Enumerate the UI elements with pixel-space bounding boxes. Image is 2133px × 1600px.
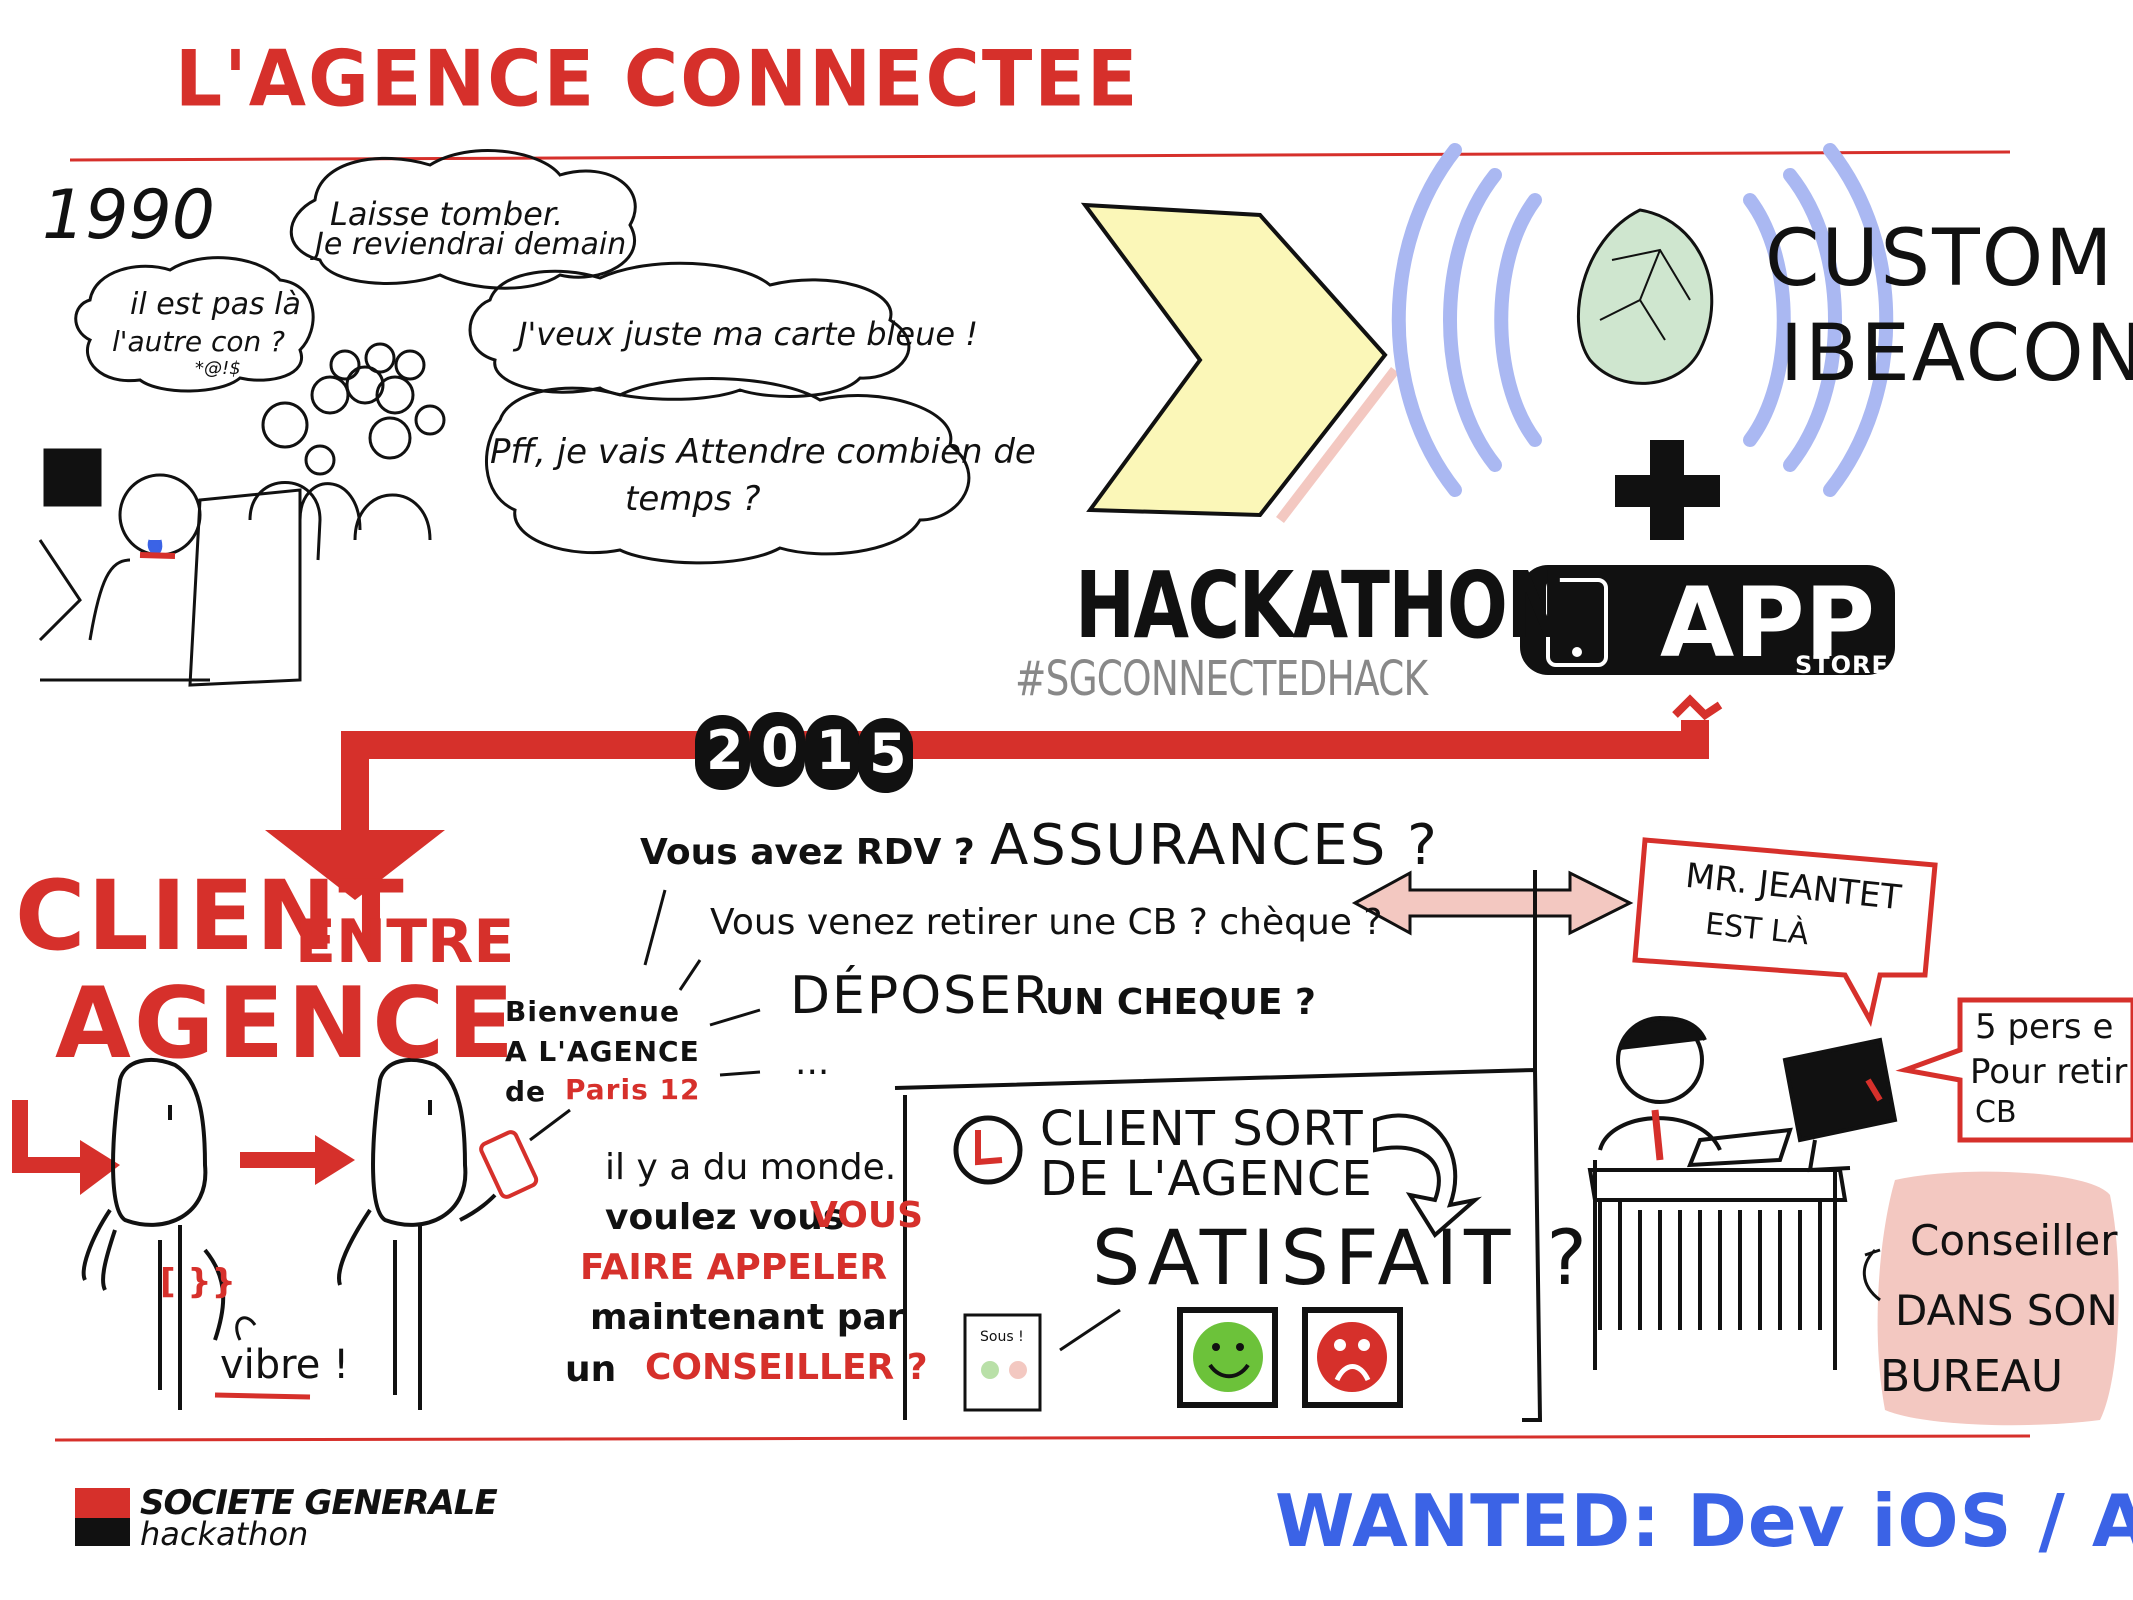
year-2015-digit-2: 0 xyxy=(761,716,799,779)
bubble-laisse-tomber-2: Je reviendrai demain xyxy=(315,227,627,262)
store-label: STORE xyxy=(1795,651,1889,679)
vibre-label: vibre ! xyxy=(220,1342,350,1388)
bottom-divider xyxy=(54,1434,2031,1442)
cloud-il-est-pas-la xyxy=(74,256,315,393)
bubble-il-est-pas-la-2: l'autre con ? xyxy=(112,325,286,358)
question-assurances: ASSURANCES ? xyxy=(990,813,1439,878)
speech-jeantet xyxy=(1632,837,1938,1027)
enter-arrow xyxy=(12,1100,90,1173)
app-store-badge xyxy=(1520,565,1895,675)
wanted-banner: WANTED: Dev iOS / ANDROÏD xyxy=(1275,1479,2133,1563)
clock-icon xyxy=(953,1115,1023,1185)
five-pers-1: 5 pers e xyxy=(1975,1007,2114,1047)
teller-desk xyxy=(38,448,302,687)
year-1990: 1990 xyxy=(42,176,216,255)
page-title: L'AGENCE CONNECTEE xyxy=(175,33,1140,125)
cloud-carte-bleue xyxy=(468,261,911,401)
mini-screen-text: Sous ! xyxy=(980,1329,1024,1345)
advisor-desk xyxy=(1587,1016,1898,1370)
sg-logo-top xyxy=(75,1488,130,1518)
bubble-carte-bleue: J'veux juste ma carte bleue ! xyxy=(518,315,979,353)
client-figure-2 xyxy=(337,1058,497,1410)
brand-name: SOCIETE GENERALE xyxy=(140,1483,498,1523)
du-monde-line4: maintenant par xyxy=(590,1297,905,1338)
question-dots: ... xyxy=(795,1042,830,1083)
hackathon-arrow xyxy=(1080,202,1388,518)
bubble-attendre-1: Pff, je vais Attendre combien de xyxy=(490,432,1036,472)
conseiller-1: Conseiller xyxy=(1910,1216,2118,1265)
year-2015-digit-1: 2 xyxy=(706,719,744,782)
speech-5pers xyxy=(1895,997,2133,1143)
du-monde-line5b: CONSEILLER ? xyxy=(645,1347,928,1388)
happy-face-icon xyxy=(1193,1322,1263,1392)
client-figure-1 xyxy=(81,1058,226,1410)
beacon-pebble xyxy=(1577,208,1714,385)
exit-arrow-icon xyxy=(1373,1113,1482,1239)
du-monde-line1: il y a du monde. xyxy=(605,1147,897,1188)
double-arrow xyxy=(1351,870,1634,936)
question-cheque: UN CHEQUE ? xyxy=(1045,982,1316,1023)
du-monde-line5a: un xyxy=(565,1349,617,1390)
top-divider xyxy=(69,150,2011,162)
conseiller-2: DANS SON xyxy=(1895,1286,2118,1335)
sad-face-icon xyxy=(1317,1322,1387,1392)
question-rdv: Vous avez RDV ? xyxy=(640,832,975,873)
bubble-il-est-pas-la-1: il est pas là xyxy=(130,287,301,322)
du-monde-line3: FAIRE APPELER xyxy=(580,1247,888,1288)
year-2015-digit-4: 5 xyxy=(869,722,907,785)
bubble-laisse-tomber-1: Laisse tomber. xyxy=(330,195,564,233)
brand-sub: hackathon xyxy=(140,1515,309,1553)
du-monde-line2a: voulez vous xyxy=(605,1197,845,1238)
custom-label: CUSTOM xyxy=(1765,214,2115,304)
app-label: APP xyxy=(1660,567,1876,679)
question-retirer: Vous venez retirer une CB ? chèque ? xyxy=(710,902,1383,943)
client-sort-2: DE L'AGENCE xyxy=(1040,1151,1373,1207)
cloud-attendre xyxy=(485,377,971,565)
code-icon: [ }} xyxy=(160,1262,236,1302)
five-pers-3: CB xyxy=(1975,1095,2017,1130)
happy-face-box xyxy=(1177,1307,1278,1408)
hackathon-hashtag: #SGCONNECTEDHACK xyxy=(1015,651,1428,707)
agence-heading: AGENCE xyxy=(55,967,518,1081)
bienvenue-4: Paris 12 xyxy=(565,1073,701,1106)
phone-icon xyxy=(479,1130,539,1199)
bienvenue-3: de xyxy=(505,1075,547,1108)
beacon-waves xyxy=(1391,143,1894,497)
cloud-laisse-tomber xyxy=(289,149,637,290)
client-sort-1: CLIENT SORT xyxy=(1040,1101,1364,1157)
bubble-attendre-2: temps ? xyxy=(625,479,761,519)
conseiller-note xyxy=(1877,1171,2119,1426)
queue-people xyxy=(248,342,446,561)
hackathon-label: HACKATHON xyxy=(1075,552,1566,659)
question-deposer: DÉPOSER xyxy=(790,966,1052,1026)
exit-panel xyxy=(894,1067,1543,1422)
year-2015-pills xyxy=(695,712,913,793)
five-pers-2: Pour retir xyxy=(1970,1052,2128,1092)
du-monde-line2b: VOUS xyxy=(810,1195,923,1236)
client-heading: CLIENT xyxy=(15,860,406,972)
timeline-arrow xyxy=(341,720,1709,840)
sad-face-box xyxy=(1302,1307,1403,1408)
sg-logo-bottom xyxy=(75,1518,130,1546)
ibeacon-label: IBEACON xyxy=(1780,309,2133,399)
entre-heading: ENTRE xyxy=(295,907,515,977)
bienvenue-2: A L'AGENCE xyxy=(505,1035,700,1068)
mini-screen xyxy=(963,1313,1042,1412)
vibre-underline xyxy=(214,1392,311,1400)
satisfait-label: SATISFAIT ? xyxy=(1092,1213,1593,1302)
year-2015-digit-3: 1 xyxy=(816,719,854,782)
bubble-il-est-pas-la-3: *@!$ xyxy=(195,358,241,379)
conseiller-3: BUREAU xyxy=(1880,1351,2064,1402)
bienvenue-1: Bienvenue xyxy=(505,995,680,1028)
